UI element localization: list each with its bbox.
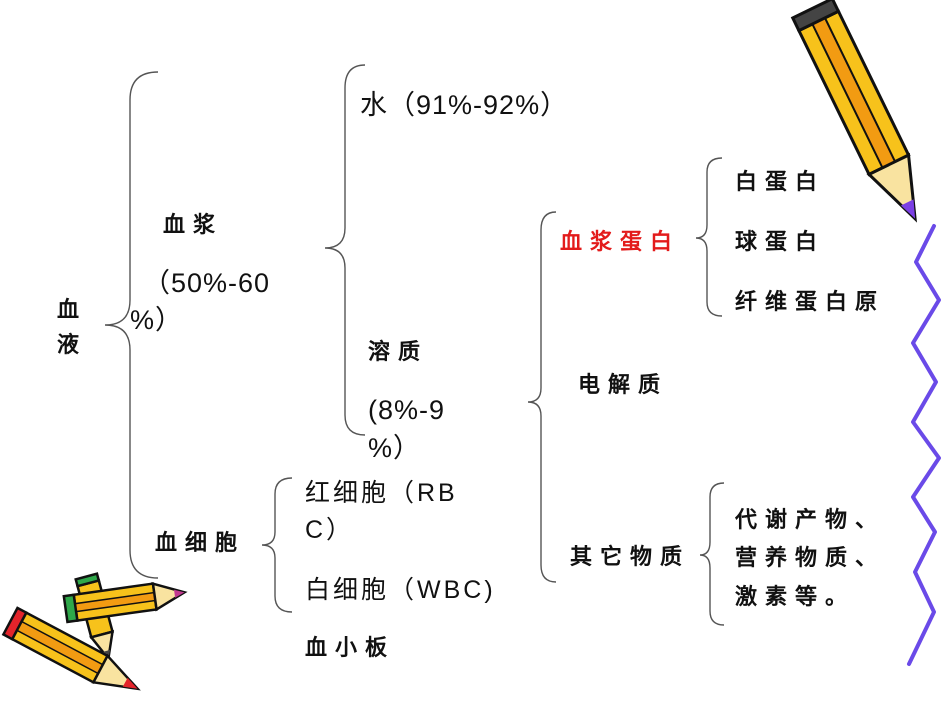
cells-label: 血细胞 [155,530,246,555]
wavy-border [907,224,941,666]
fibrinogen-label: 纤维蛋白原 [735,289,886,314]
solute-label: 溶质 [368,339,429,364]
rbc-label-line-1: 红细胞（RB [305,479,458,507]
brace-cells [261,477,293,613]
other-substances-label: 其它物质 [570,544,691,569]
brace-plasma [324,64,366,436]
other-item-hormones: 激素等。 [735,584,856,609]
wbc-label: 白细胞（WBC) [305,576,496,604]
plasma-percent-line-1: （50%-60 [143,268,271,298]
electrolyte-label: 电解质 [578,372,669,397]
plasma-label: 血浆 [163,212,224,237]
pencil-icon [62,581,188,624]
root-label-line-1: 血 [57,297,88,322]
brace-other [699,482,725,626]
other-item-metabolites: 代谢产物、 [735,507,886,532]
pencil-icon [74,572,115,662]
pencil-icon [1,606,141,691]
plasma-percent-line-2: %） [130,305,184,335]
water-label: 水（91%-92%） [360,90,569,120]
plasma-protein-label: 血浆蛋白 [560,229,681,254]
solute-percent-line-2: %） [368,433,422,463]
other-item-nutrients: 营养物质、 [735,545,886,570]
rbc-label-line-2: C） [305,516,355,544]
albumin-label: 白蛋白 [735,169,826,194]
platelet-label: 血小板 [305,635,396,660]
globulin-label: 球蛋白 [735,229,826,254]
brace-solute [527,211,557,583]
solute-percent-line-1: (8%-9 [368,395,446,425]
root-label-line-2: 液 [57,332,88,357]
brace-plasma-protein [695,157,723,317]
